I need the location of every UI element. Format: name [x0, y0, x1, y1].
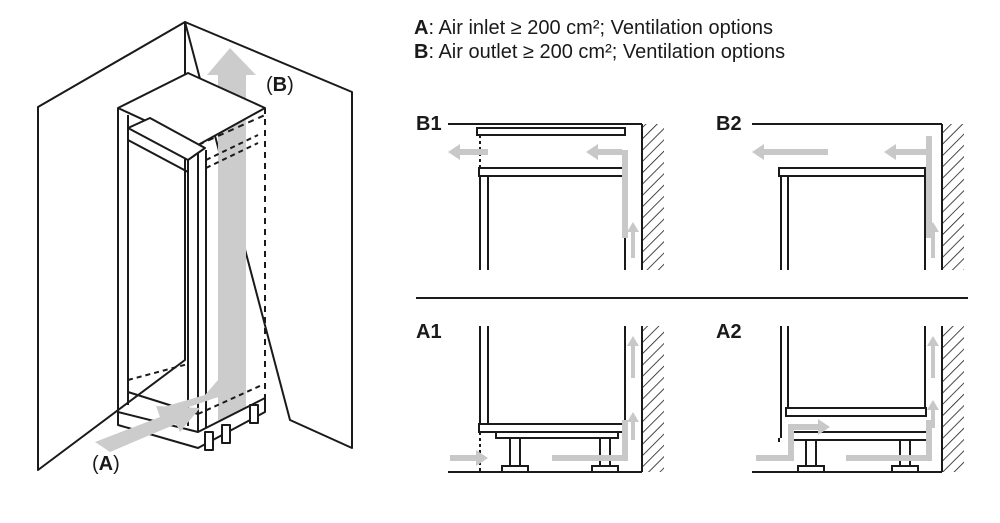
panel-label-b1: B1	[416, 113, 442, 135]
legend-text-outlet: : Air outlet ≥ 200 cm²; Ventilation opti…	[428, 41, 786, 63]
panel-b2	[752, 123, 964, 270]
panel-a2	[752, 326, 964, 473]
legend: A: Air inlet ≥ 200 cm²; Ventilation opti…	[414, 16, 785, 64]
legend-key-inlet: A	[414, 17, 429, 39]
panel-a1	[448, 326, 664, 473]
panel-b1	[448, 123, 664, 270]
legend-key-outlet: B	[414, 41, 429, 63]
panel-b2-arrows	[752, 136, 939, 258]
legend-row-outlet: B: Air outlet ≥ 200 cm²; Ventilation opt…	[414, 40, 785, 64]
cabinet-plinth	[117, 397, 266, 449]
panel-a1-arrows	[450, 336, 639, 466]
cabinet-label-inlet: (A)	[92, 453, 120, 475]
inlet-arrow	[95, 406, 200, 452]
cabinet-illustration	[37, 21, 353, 471]
panel-label-b2: B2	[716, 113, 742, 135]
panel-a2-arrows	[756, 336, 939, 461]
cabinet-shelf	[127, 117, 206, 161]
cabinet-label-inlet-letter: A	[98, 453, 114, 475]
legend-text-inlet: : Air inlet ≥ 200 cm²; Ventilation optio…	[428, 17, 773, 39]
cabinet-label-outlet: (B)	[266, 74, 294, 96]
panel-b1-arrows	[448, 144, 639, 258]
outlet-arrow	[207, 48, 256, 420]
inlet-arrow-rise	[160, 380, 228, 413]
legend-row-inlet: A: Air inlet ≥ 200 cm²; Ventilation opti…	[414, 16, 785, 40]
cabinet-label-outlet-letter: B	[272, 74, 288, 96]
panel-label-a1: A1	[416, 321, 442, 343]
panel-label-a2: A2	[716, 321, 742, 343]
